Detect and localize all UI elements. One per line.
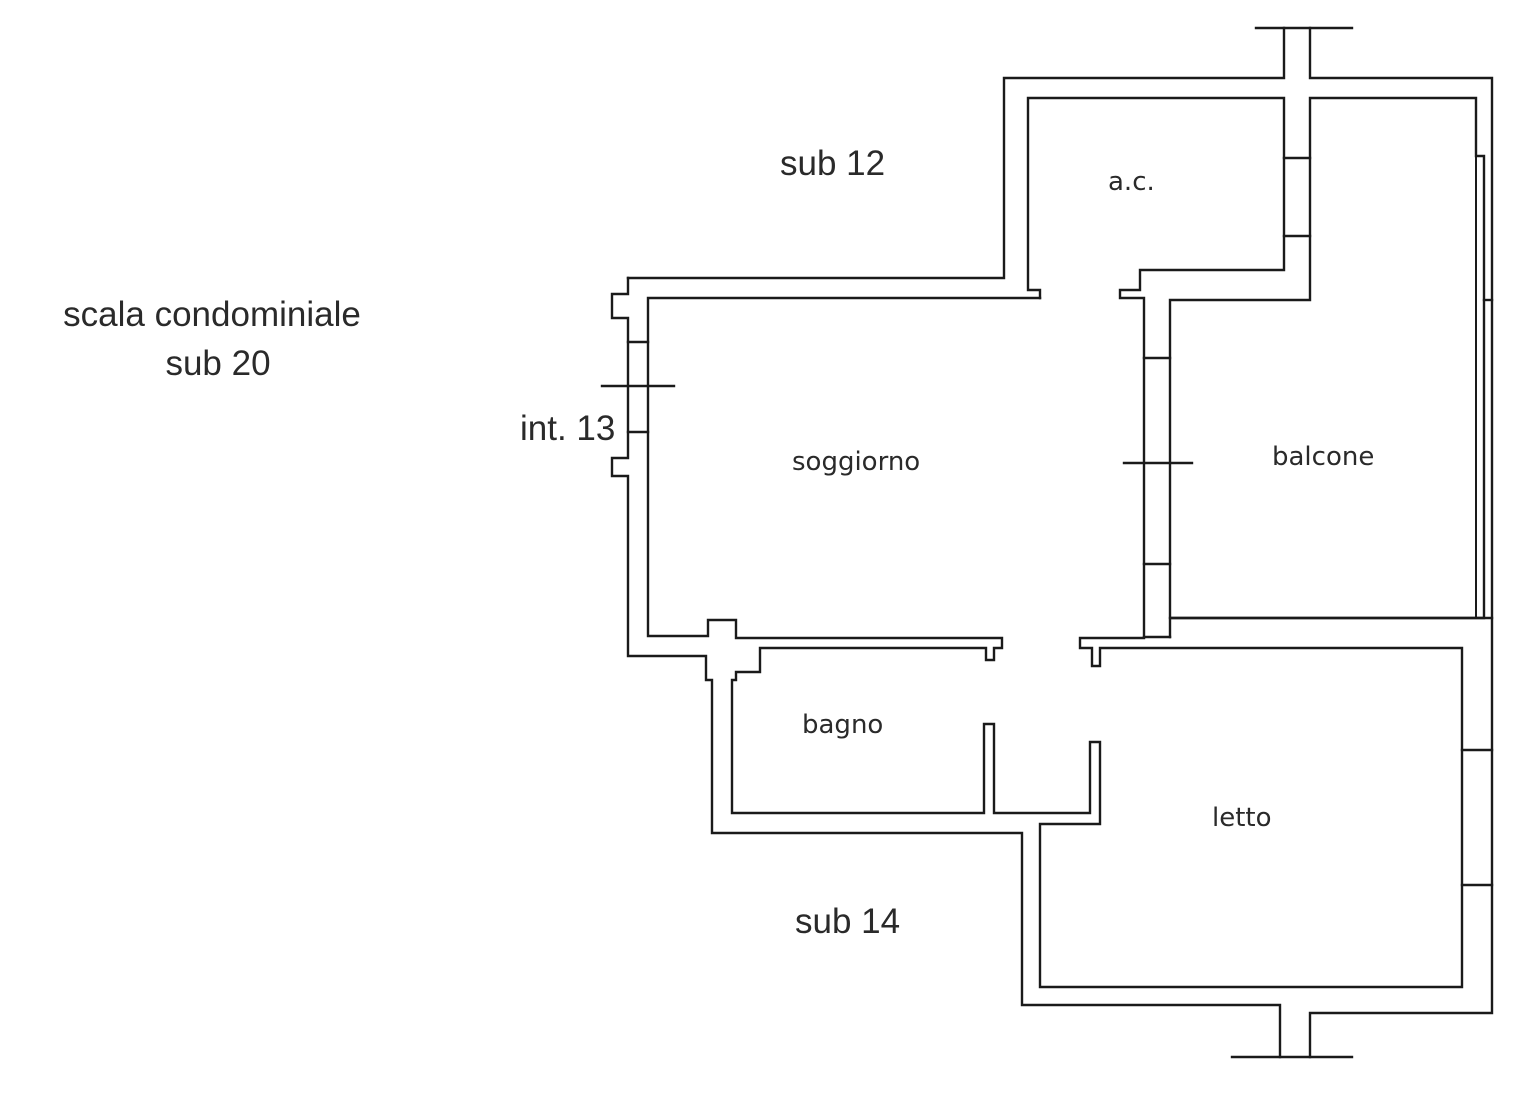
outer-wall-contour-bottom bbox=[610, 276, 1282, 1059]
room-label-ac: a.c. bbox=[1108, 167, 1155, 197]
outer-wall-contour bbox=[626, 26, 1286, 280]
sub-14-label: sub 14 bbox=[795, 902, 900, 941]
inner-walls bbox=[646, 96, 1494, 989]
room-label-balcone: balcone bbox=[1272, 442, 1374, 472]
ac-inner-wall bbox=[1026, 96, 1286, 639]
int-13-label: int. 13 bbox=[520, 409, 615, 448]
sub-20-label: sub 20 bbox=[165, 344, 270, 383]
window-marks bbox=[600, 156, 1494, 887]
balcone-inner-wall bbox=[1168, 96, 1486, 639]
sub-12-label: sub 12 bbox=[780, 144, 885, 183]
room-label-soggiorno: soggiorno bbox=[792, 447, 920, 477]
room-label-bagno: bagno bbox=[802, 710, 883, 740]
scala-condominiale-label: scala condominiale bbox=[63, 295, 361, 334]
outer-wall-contour-right bbox=[1308, 26, 1494, 1059]
outer-walls bbox=[610, 26, 1494, 1059]
room-label-letto: letto bbox=[1212, 803, 1272, 833]
soggiorno-inner-wall bbox=[646, 296, 1464, 989]
